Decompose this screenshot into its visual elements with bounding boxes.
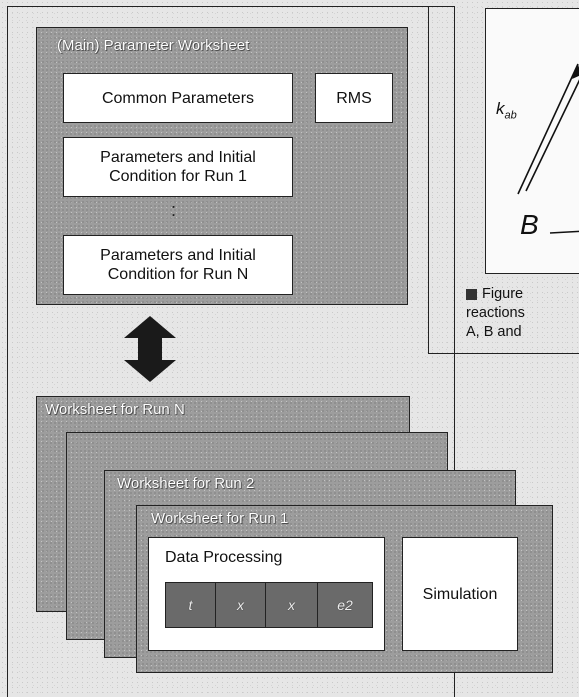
table-cell-x-sim: x — [266, 583, 318, 627]
main-worksheet-title: (Main) Parameter Worksheet — [57, 37, 250, 54]
run1-parameters-line1: Parameters and Initial — [100, 149, 256, 166]
right-figure-frame — [428, 6, 579, 354]
table-cell-x: x — [216, 583, 266, 627]
rms-label: RMS — [336, 89, 372, 107]
runN-parameters-line2: Condition for Run N — [107, 266, 249, 283]
figure-caption: Figure reactions A, B and — [466, 285, 525, 342]
rms-box: RMS — [315, 73, 393, 123]
caption-line3: A, B and — [466, 324, 522, 340]
worksheet-run-1: Worksheet for Run 1 Data Processing t x … — [136, 505, 553, 673]
worksheet-run-1-title: Worksheet for Run 1 — [151, 510, 289, 527]
data-columns-table: t x x e2 — [165, 582, 373, 628]
data-processing-label: Data Processing — [165, 549, 283, 566]
common-parameters-box: Common Parameters — [63, 73, 293, 123]
runN-parameters-line1: Parameters and Initial — [100, 247, 256, 264]
runN-parameters-box: Parameters and Initial Condition for Run… — [63, 235, 293, 295]
main-parameter-worksheet: (Main) Parameter Worksheet Common Parame… — [36, 27, 408, 305]
run1-parameters-line2: Condition for Run 1 — [109, 168, 247, 185]
common-parameters-label: Common Parameters — [101, 89, 255, 107]
reaction-diagram-panel: kab B — [485, 8, 579, 274]
table-cell-e2: e2 — [337, 596, 353, 613]
simulation-label: Simulation — [422, 585, 498, 603]
double-arrow-icon — [124, 316, 176, 382]
table-cell-t: t — [166, 583, 216, 627]
simulation-box: Simulation — [402, 537, 518, 651]
species-b-label: B — [520, 209, 539, 240]
data-processing-box: Data Processing t x x e2 — [148, 537, 385, 651]
run1-parameters-box: Parameters and Initial Condition for Run… — [63, 137, 293, 197]
worksheet-run-n-title: Worksheet for Run N — [45, 401, 185, 418]
caption-line1: Figure — [482, 286, 524, 302]
caption-square-icon — [466, 289, 477, 300]
reaction-arrow-icon — [517, 63, 579, 234]
kab-label: kab — [496, 99, 517, 122]
worksheet-run-2-title: Worksheet for Run 2 — [117, 475, 255, 492]
caption-line2: reactions — [466, 305, 525, 321]
ellipsis-mark: : — [171, 200, 177, 220]
left-figure-frame — [7, 6, 455, 697]
